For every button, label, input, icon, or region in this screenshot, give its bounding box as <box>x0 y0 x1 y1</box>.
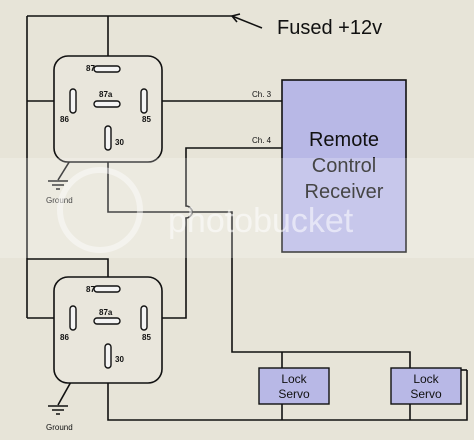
watermark-band <box>0 158 474 258</box>
top-relay-label-85: 85 <box>142 115 151 124</box>
lock-servo-right: Lock Servo <box>390 367 462 405</box>
channel-3-label: Ch. 3 <box>252 90 272 99</box>
lock-servo-left-line-2: Servo <box>278 387 310 401</box>
bottom-ground-icon <box>48 405 68 415</box>
bottom-relay-30-wire <box>107 348 468 421</box>
lock-servo-left-line-1: Lock <box>281 372 307 386</box>
top-ground: Ground <box>46 180 73 205</box>
bottom-ground: Ground <box>46 405 73 432</box>
watermark-logo <box>57 167 143 253</box>
bottom-relay-pin-87 <box>93 285 121 293</box>
receiver-box <box>281 79 407 253</box>
receiver: Remote Control Receiver Ch. 3 Ch. 4 <box>252 79 407 253</box>
top-relay-label-87a: 87a <box>99 90 113 99</box>
top-relay-body <box>53 55 163 163</box>
top-relay-pin-87 <box>93 65 121 73</box>
lock-servo-right-box <box>390 367 462 405</box>
bottom-relay-label-87a: 87a <box>99 308 113 317</box>
bottom-relay-label-86: 86 <box>60 333 69 342</box>
top-relay-pin-30 <box>104 125 112 151</box>
bottom-ground-label: Ground <box>46 423 73 432</box>
top-relay-label-30: 30 <box>115 138 124 147</box>
receiver-line-2: Control <box>312 155 376 177</box>
supply-arrowhead <box>231 13 241 23</box>
receiver-line-3: Receiver <box>305 181 384 203</box>
top-relay-label-87: 87 <box>86 64 95 73</box>
lock-servo-left-box <box>258 367 330 405</box>
lock-servo-left: Lock Servo <box>258 367 330 405</box>
lock-servo-right-line-1: Lock <box>413 372 439 386</box>
bottom-relay-pin-87a <box>93 317 121 325</box>
watermark: photobucket <box>0 158 474 258</box>
top-ground-icon <box>48 180 68 190</box>
top-ground-label: Ground <box>46 196 73 205</box>
bottom-relay-pin-85 <box>140 305 148 331</box>
channel-4-label: Ch. 4 <box>252 136 272 145</box>
top-relay-pin-86 <box>69 88 77 114</box>
supply-arrow-wire <box>231 15 263 29</box>
top-relay: 87 87a 86 85 30 <box>53 55 163 163</box>
top-relay-pin-87a <box>93 100 121 108</box>
top-relay-30-wire <box>107 150 411 372</box>
supply-label: Fused +12v <box>277 17 382 39</box>
bottom-relay-label-87: 87 <box>86 285 95 294</box>
receiver-line-1: Remote <box>309 129 379 151</box>
bottom-relay-label-30: 30 <box>115 355 124 364</box>
bottom-relay-label-85: 85 <box>142 333 151 342</box>
top-relay-pin-85 <box>140 88 148 114</box>
bottom-relay-body <box>53 276 163 384</box>
watermark-text: photobucket <box>168 202 354 240</box>
bottom-relay-pin-30 <box>104 343 112 369</box>
bottom-relay: 87 87a 86 85 30 <box>53 276 163 384</box>
lock-servo-right-line-2: Servo <box>410 387 442 401</box>
bottom-relay-pin-86 <box>69 305 77 331</box>
top-relay-label-86: 86 <box>60 115 69 124</box>
